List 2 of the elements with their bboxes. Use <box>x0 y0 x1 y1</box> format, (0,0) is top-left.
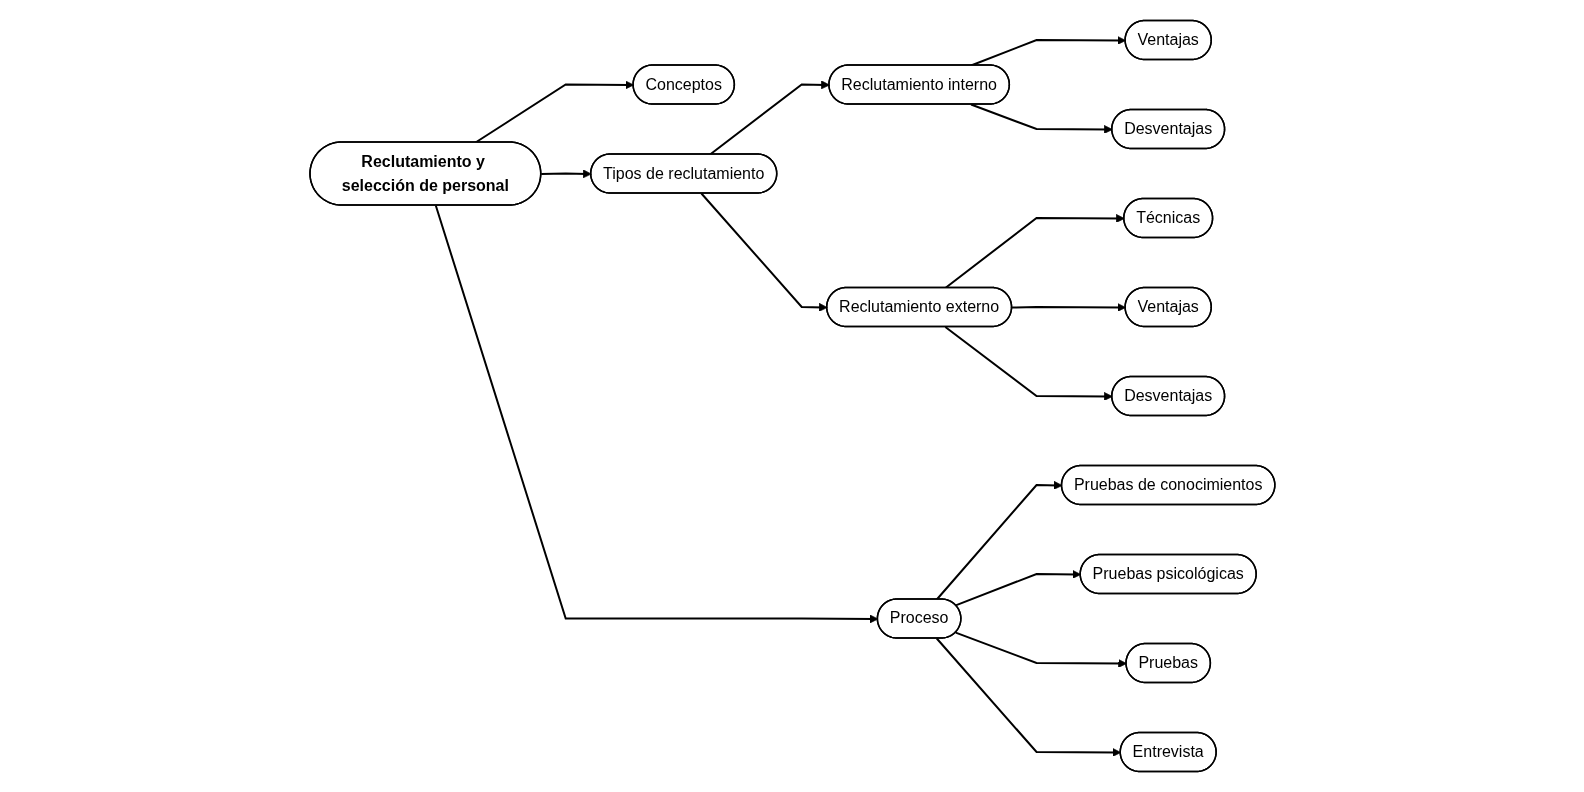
arrow <box>434 204 878 624</box>
arrow <box>935 480 1062 601</box>
